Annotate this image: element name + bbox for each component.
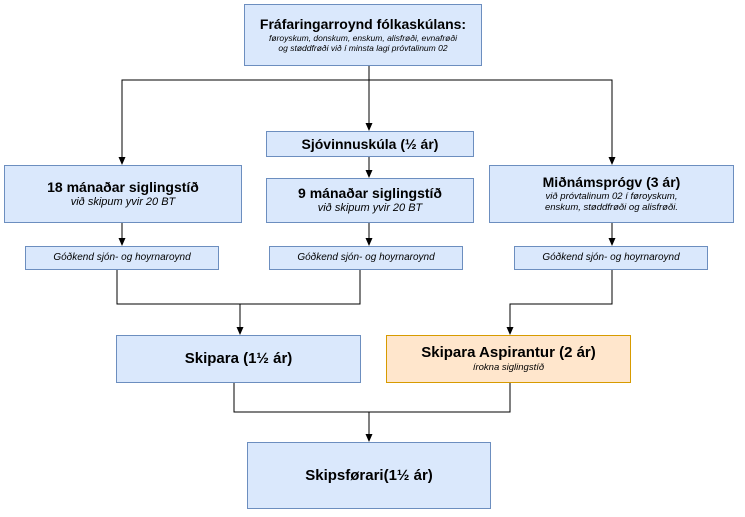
aspirantur-subtitle: írokna siglingstíð: [472, 362, 545, 374]
vision-mid-label: Góðkend sjón- og hoyrnaroynd: [297, 252, 435, 263]
upper-secondary-subtitle-line2: enskum, støddfrøði og alisfrøði.: [544, 202, 679, 214]
seatime-18-title: 18 mánaðar siglingstíð: [47, 178, 199, 195]
skipara-aspirantur-box: Skipara Aspirantur (2 ár) írokna sigling…: [386, 335, 631, 383]
edge-skipara-down: [233, 383, 511, 413]
sjovinnuskula-title: Sjóvinnuskúla (½ ár): [301, 135, 439, 152]
seatime-18-months-box: 18 mánaðar siglingstíð við skipum yvir 2…: [4, 165, 242, 223]
seatime-9-months-box: 9 mánaðar siglingstíð við skipum yvir 20…: [266, 178, 474, 223]
edge-vision-right-to-aspirantur: [506, 270, 613, 335]
requirement-primary-school-exam: Fráfaringarroynd fólkaskúlans: føroyskum…: [244, 4, 482, 66]
vision-left-label: Góðkend sjón- og hoyrnaroynd: [53, 252, 191, 263]
skipara-title: Skipara (1½ ár): [184, 350, 293, 367]
seatime-9-title: 9 mánaðar siglingstíð: [298, 185, 442, 202]
top-node-title: Fráfaringarroynd fólkaskúlans:: [259, 15, 467, 32]
skipsforari-box: Skipsførari(1½ ár): [247, 442, 491, 509]
edge-top-to-right: [369, 79, 616, 165]
skipsforari-title: Skipsførari(1½ ár): [305, 466, 433, 484]
vision-hearing-test-left: Góðkend sjón- og hoyrnaroynd: [25, 246, 219, 270]
upper-secondary-subtitle-line1: við próvtalinum 02 í føroyskum,: [545, 190, 678, 202]
edge-top-to-left: [118, 79, 369, 165]
upper-secondary-title: Miðnámsprógv (3 ár): [542, 173, 681, 190]
upper-secondary-exam-box: Miðnámsprógv (3 ár) við próvtalinum 02 í…: [489, 165, 734, 223]
seatime-18-subtitle: við skipum yvir 20 BT: [70, 195, 176, 208]
skipara-box: Skipara (1½ ár): [116, 335, 361, 383]
vision-hearing-test-right: Góðkend sjón- og hoyrnaroynd: [514, 246, 708, 270]
vision-right-label: Góðkend sjón- og hoyrnaroynd: [542, 252, 680, 263]
top-node-subtitle-line1: føroyskum, donskum, enskum, alisfrøði, e…: [268, 32, 457, 43]
top-node-subtitle-line2: og støddfrøði við í minsta lagi próvtali…: [278, 43, 448, 54]
seatime-9-subtitle: við skipum yvir 20 BT: [317, 202, 423, 215]
sjovinnuskula-box: Sjóvinnuskúla (½ ár): [266, 131, 474, 157]
aspirantur-title: Skipara Aspirantur (2 ár): [421, 344, 596, 362]
vision-hearing-test-mid: Góðkend sjón- og hoyrnaroynd: [269, 246, 463, 270]
edge-vision-left-down: [116, 270, 361, 305]
